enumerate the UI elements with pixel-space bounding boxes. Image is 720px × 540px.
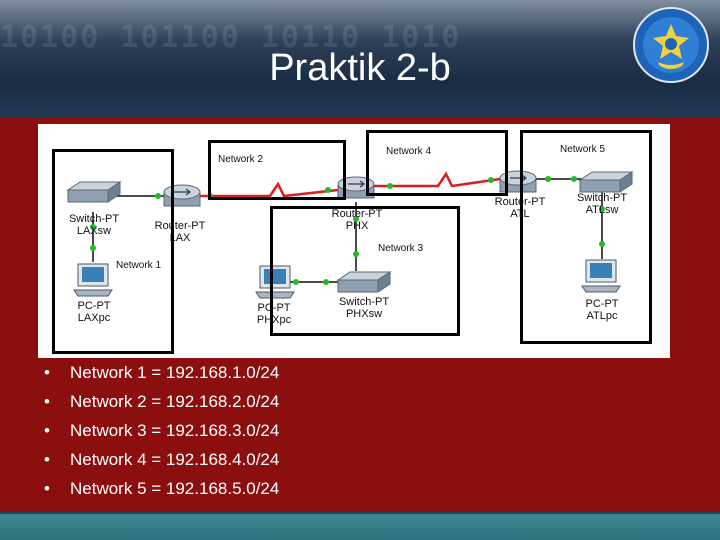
switch-icon[interactable]: [578, 171, 634, 193]
network-topology-diagram: Network 1 Network 2 Network 3 Network 4 …: [38, 124, 670, 358]
device-name: ATL: [510, 208, 530, 220]
list-item: • Network 4 = 192.168.4.0/24: [44, 445, 279, 474]
router-icon[interactable]: [499, 170, 537, 193]
device-label-phxpc: PC-PT PHXpc: [238, 302, 310, 326]
device-type: PC-PT: [585, 298, 619, 310]
bullet-marker: •: [44, 421, 50, 440]
device-label-laxpc: PC-PT LAXpc: [58, 300, 130, 324]
network-5-box: [520, 130, 652, 344]
device-type: Router-PT: [494, 196, 546, 208]
network-4-box: [366, 130, 508, 196]
slide-footer-bar: [0, 512, 720, 540]
list-item-text: Network 1 = 192.168.1.0/24: [70, 363, 280, 382]
device-type: PC-PT: [257, 302, 291, 314]
device-type: Switch-PT: [576, 192, 628, 204]
device-name: LAXpc: [77, 312, 111, 324]
list-item-text: Network 5 = 192.168.5.0/24: [70, 479, 280, 498]
list-item: • Network 3 = 192.168.3.0/24: [44, 416, 279, 445]
network-1-box: [52, 149, 174, 354]
link-status-lights: [90, 176, 605, 285]
network-1-label: Network 1: [116, 260, 162, 271]
pc-icon[interactable]: [73, 263, 113, 297]
pc-icon[interactable]: [581, 259, 621, 293]
tut-wuri-handayani-emblem-icon: [633, 7, 709, 83]
device-label-laxsw: Switch-PT LAXsw: [58, 213, 130, 237]
list-item: • Network 2 = 192.168.2.0/24: [44, 387, 279, 416]
pc-icon[interactable]: [255, 265, 295, 299]
bullet-marker: •: [44, 479, 50, 498]
list-item-text: Network 2 = 192.168.2.0/24: [70, 392, 280, 411]
switch-icon[interactable]: [66, 181, 122, 203]
device-label-phxsw: Switch-PT PHXsw: [328, 296, 400, 320]
device-name: ATLsw: [585, 204, 619, 216]
device-label-phx-router: Router-PT PHX: [321, 208, 393, 232]
device-type: PC-PT: [77, 300, 111, 312]
network-4-label: Network 4: [386, 146, 432, 157]
router-icon[interactable]: [337, 176, 375, 199]
list-item: • Network 5 = 192.168.5.0/24: [44, 474, 279, 503]
list-item: • Network 1 = 192.168.1.0/24: [44, 358, 279, 387]
device-name: ATLpc: [586, 310, 618, 322]
bullet-marker: •: [44, 363, 50, 382]
topology-canvas: [66, 170, 634, 299]
link-phx-atl-serial: [374, 171, 501, 188]
network-2-label: Network 2: [218, 154, 264, 165]
device-type: Router-PT: [331, 208, 383, 220]
bullet-marker: •: [44, 450, 50, 469]
network-3-box: [270, 206, 460, 336]
network-3-label: Network 3: [378, 243, 424, 254]
switch-icon[interactable]: [336, 271, 392, 293]
device-type: Switch-PT: [338, 296, 390, 308]
device-name: PHXsw: [345, 308, 383, 320]
slide-header: 10100 101100 10110 1010 Praktik 2-b: [0, 0, 720, 118]
slide-title: Praktik 2-b: [269, 47, 451, 89]
device-label-atl-router: Router-PT ATL: [484, 196, 556, 220]
device-name: PHXpc: [256, 314, 292, 326]
device-name: PHX: [345, 220, 369, 232]
device-name: LAX: [169, 232, 191, 244]
list-item-text: Network 3 = 192.168.3.0/24: [70, 421, 280, 440]
network-address-list: • Network 1 = 192.168.1.0/24 • Network 2 =…: [44, 358, 279, 503]
network-2-box: [208, 140, 346, 200]
bullet-marker: •: [44, 392, 50, 411]
device-type: Switch-PT: [68, 213, 120, 225]
list-item-text: Network 4 = 192.168.4.0/24: [70, 450, 280, 469]
binary-background-pattern: 10100 101100 10110 1010: [0, 20, 462, 55]
network-5-label: Network 5: [560, 144, 606, 155]
link-lax-phx-serial: [193, 181, 339, 198]
device-label-atlsw: Switch-PT ATLsw: [566, 192, 638, 216]
device-label-atlpc: PC-PT ATLpc: [566, 298, 638, 322]
device-type: Router-PT: [154, 220, 206, 232]
device-label-lax-router: Router-PT LAX: [144, 220, 216, 244]
device-name: LAXsw: [76, 225, 112, 237]
